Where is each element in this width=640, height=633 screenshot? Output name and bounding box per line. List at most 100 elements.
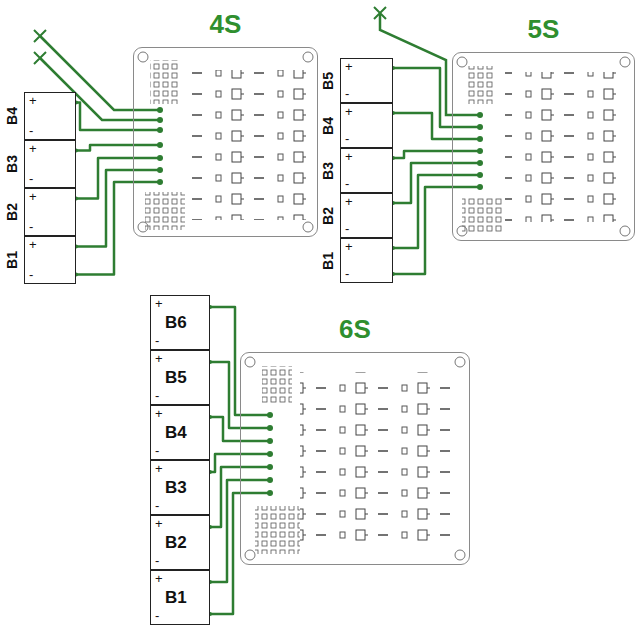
wire-path: [210, 493, 240, 614]
pin-dot: [157, 142, 163, 148]
cell-label: B3: [5, 155, 20, 173]
terminal-sign: +: [155, 352, 163, 366]
bms-board: 5S: [452, 52, 635, 241]
component-cluster: [150, 60, 180, 104]
wire-path: [76, 182, 133, 274]
component-rows: [505, 72, 623, 222]
pin-dot: [477, 160, 483, 166]
wire-path: [393, 151, 452, 158]
wire-path: [76, 158, 133, 199]
component-cluster: [262, 366, 292, 404]
terminal-sign: -: [345, 87, 349, 101]
mounting-hole: [457, 226, 467, 236]
cell-label: B5: [165, 368, 187, 387]
terminal-sign: +: [155, 517, 163, 531]
pin-dot: [477, 172, 483, 178]
pin-dot: [477, 112, 483, 118]
mounting-hole: [455, 357, 465, 367]
wire-path: [393, 163, 452, 203]
wire-path: [393, 113, 452, 139]
terminal-sign: -: [345, 132, 349, 146]
battery-cell: B5+ -: [150, 350, 210, 405]
terminal-sign: +: [155, 407, 163, 421]
terminal-sign: -: [29, 268, 33, 282]
board-title: 5S: [528, 15, 560, 44]
wire: [74, 182, 133, 276]
cell-label: B1: [321, 252, 336, 270]
battery-cell: B4+-: [150, 405, 210, 460]
component-cluster: [145, 192, 185, 230]
cell-label: B4: [5, 107, 20, 125]
pin-dot: [157, 107, 163, 113]
pin-dot: [477, 184, 483, 190]
terminal-sign: +: [155, 462, 163, 476]
pin-dot: [477, 148, 483, 154]
cell-label: B3: [321, 162, 336, 180]
board-6s-artwork: [240, 357, 465, 560]
terminal-sign: +: [155, 572, 163, 586]
battery-cell: B3+-: [150, 460, 210, 515]
board-5s-artwork: [374, 7, 630, 236]
pin-dot: [477, 124, 483, 130]
pin-dot: [157, 179, 163, 185]
terminal-sign: +: [29, 142, 37, 156]
terminal-sign: +: [345, 60, 353, 74]
battery-cell: B2+-: [24, 188, 76, 236]
pin-dot: [267, 438, 273, 444]
pin-stub: [240, 415, 268, 493]
battery-cell: B4+-: [340, 103, 393, 148]
terminal-sign: -: [155, 444, 159, 458]
battery-cell: B6+-: [150, 295, 210, 350]
wire: [391, 66, 452, 127]
wire: [208, 480, 240, 584]
battery-cell: B4+-: [24, 92, 76, 140]
terminal-sign: -: [29, 124, 33, 138]
terminal-sign: +: [29, 238, 37, 252]
terminal-sign: +: [345, 150, 353, 164]
pin-dot: [267, 451, 273, 457]
terminal-sign: -: [155, 334, 159, 348]
terminal-sign: -: [155, 389, 159, 403]
pin-dot: [267, 477, 273, 483]
component-cluster: [255, 506, 300, 554]
cell-label: B6: [165, 313, 187, 332]
wire-path: [210, 480, 240, 582]
pin-stub: [133, 110, 158, 182]
cut-mark: [34, 30, 46, 64]
terminal-sign: -: [155, 499, 159, 513]
terminal-sign: +: [345, 105, 353, 119]
wire: [74, 158, 133, 201]
wire: [208, 493, 240, 616]
cell-label: B2: [165, 533, 187, 552]
battery-cell: B2+-: [340, 193, 393, 238]
pin-dot: [157, 155, 163, 161]
wire-path: [210, 467, 240, 527]
mounting-hole: [138, 52, 148, 62]
battery-cell: B1+-: [340, 238, 393, 283]
mounting-hole: [457, 57, 467, 67]
board-title: 4S: [210, 10, 242, 39]
component-cluster: [462, 196, 502, 232]
pin-dot: [267, 412, 273, 418]
terminal-sign: +: [29, 190, 37, 204]
battery-cell: B3+-: [340, 148, 393, 193]
pin-dot: [267, 490, 273, 496]
wire: [208, 415, 240, 441]
battery-cell: B5+-: [340, 58, 393, 103]
pin-dot: [267, 464, 273, 470]
pin-stub: [452, 115, 478, 187]
cell-label: B2: [5, 203, 20, 221]
pin-dot: [157, 117, 163, 123]
battery-cell: B2+ -: [150, 515, 210, 570]
pin-dot: [157, 167, 163, 173]
board-title: 6S: [339, 315, 371, 344]
wire-path: [393, 68, 452, 127]
wire: [391, 151, 452, 160]
terminal-sign: +: [345, 240, 353, 254]
terminal-sign: -: [345, 267, 349, 281]
pin-dot: [477, 136, 483, 142]
terminal-sign: -: [155, 554, 159, 568]
wire-path: [76, 145, 133, 151]
